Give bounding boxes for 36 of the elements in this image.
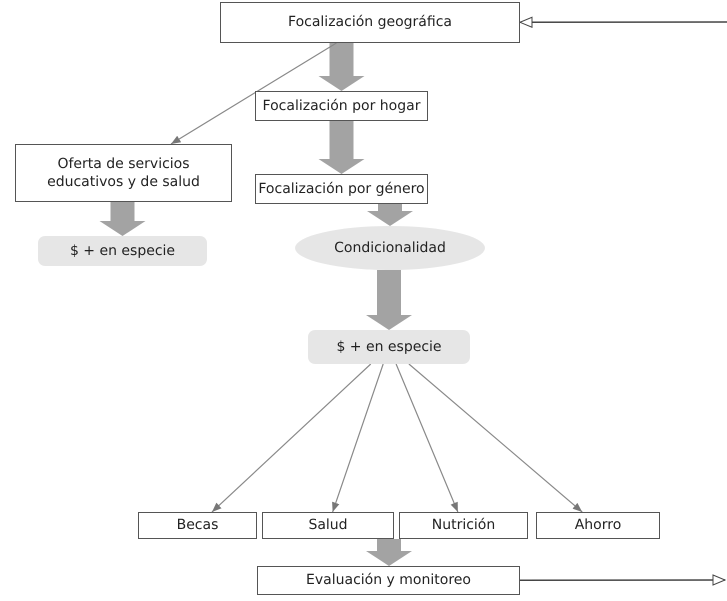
block-arrow: [100, 202, 146, 236]
process-box: [220, 2, 520, 43]
box-label: Nutrición: [432, 516, 496, 535]
arrow: [212, 364, 372, 512]
box-label: Salud: [308, 516, 348, 535]
box-label: Focalización por género: [258, 180, 425, 198]
process-box: [262, 512, 394, 539]
block-arrow: [366, 270, 412, 330]
outcome-box: [308, 330, 470, 364]
process-box: [15, 144, 232, 202]
block-arrow: [318, 121, 364, 174]
arrow: [170, 42, 337, 145]
box-label: Focalización por hogar: [262, 96, 420, 116]
box-label: $ + en especie: [70, 242, 176, 260]
arrow: [396, 364, 458, 512]
arrow: [520, 16, 727, 28]
process-box: [255, 174, 428, 204]
process-box: [536, 512, 660, 539]
block-arrow: [366, 539, 412, 566]
box-label: Ahorro: [574, 516, 622, 535]
process-box: [255, 91, 428, 121]
box-label: Condicionalidad: [334, 238, 446, 258]
process-box: [138, 512, 257, 539]
arrow: [520, 574, 726, 586]
process-box: [399, 512, 528, 539]
box-label: Oferta de servicios educativos y de salud: [46, 154, 201, 192]
outcome-box: [38, 236, 207, 266]
box-label: Evaluación y monitoreo: [306, 571, 471, 590]
box-label: $ + en especie: [336, 338, 442, 356]
arrow: [408, 364, 583, 512]
process-box: [257, 566, 520, 595]
box-label: Focalización geográfica: [288, 13, 452, 32]
block-arrow: [318, 43, 364, 91]
block-arrow: [367, 204, 413, 226]
box-label: Becas: [176, 516, 218, 535]
arrow: [332, 364, 384, 512]
